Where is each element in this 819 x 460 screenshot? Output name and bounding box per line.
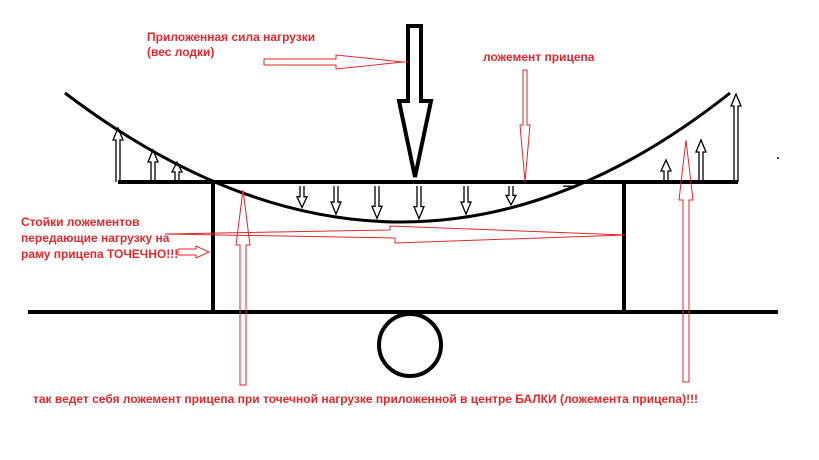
- reaction-arrows: [112, 92, 742, 182]
- deflection-arrow-icon: [330, 186, 342, 216]
- left-up-arrow: [235, 189, 251, 386]
- deflection-arrow-icon: [413, 186, 425, 221]
- posts-pointer-arrow: [177, 245, 211, 259]
- load-arrow-icon: [396, 24, 434, 178]
- bunk-pointer-arrow: [519, 69, 531, 183]
- posts-label-3: раму прицепа ТОЧЕЧНО!!!: [21, 247, 178, 261]
- deflection-arrow-icon: [295, 186, 309, 210]
- deflected-bunk-curve: [64, 91, 731, 224]
- posts-label-2: передающие нагрузку на: [21, 231, 170, 245]
- trailer-bunk-label: ложемент прицепа: [483, 50, 595, 64]
- force-pointer-arrow: [263, 54, 404, 70]
- reaction-arrow-icon: [170, 160, 184, 182]
- applied-force-sublabel: (вес лодки): [147, 45, 214, 59]
- wheel: [377, 312, 443, 378]
- posts-label-1: Стойки ложементов: [21, 215, 140, 229]
- stray-dot: [777, 157, 779, 159]
- reaction-arrow-icon: [112, 126, 124, 182]
- right-up-arrow: [678, 139, 694, 383]
- reaction-arrow-icon: [659, 158, 673, 182]
- deflection-arrow-icon: [504, 186, 518, 207]
- deflection-arrows: [295, 185, 574, 221]
- conclusion-label: так ведет себя ложемент прицепа при точе…: [33, 392, 698, 406]
- reaction-arrow-icon: [730, 92, 742, 182]
- reaction-arrow-icon: [147, 148, 159, 182]
- applied-force-label: Приложенная сила нагрузки: [147, 30, 315, 44]
- horizontal-pointer-arrow: [164, 225, 626, 244]
- reaction-arrow-icon: [695, 138, 707, 182]
- deflection-arrow-icon: [371, 186, 383, 221]
- deflection-arrow-icon: [460, 186, 472, 216]
